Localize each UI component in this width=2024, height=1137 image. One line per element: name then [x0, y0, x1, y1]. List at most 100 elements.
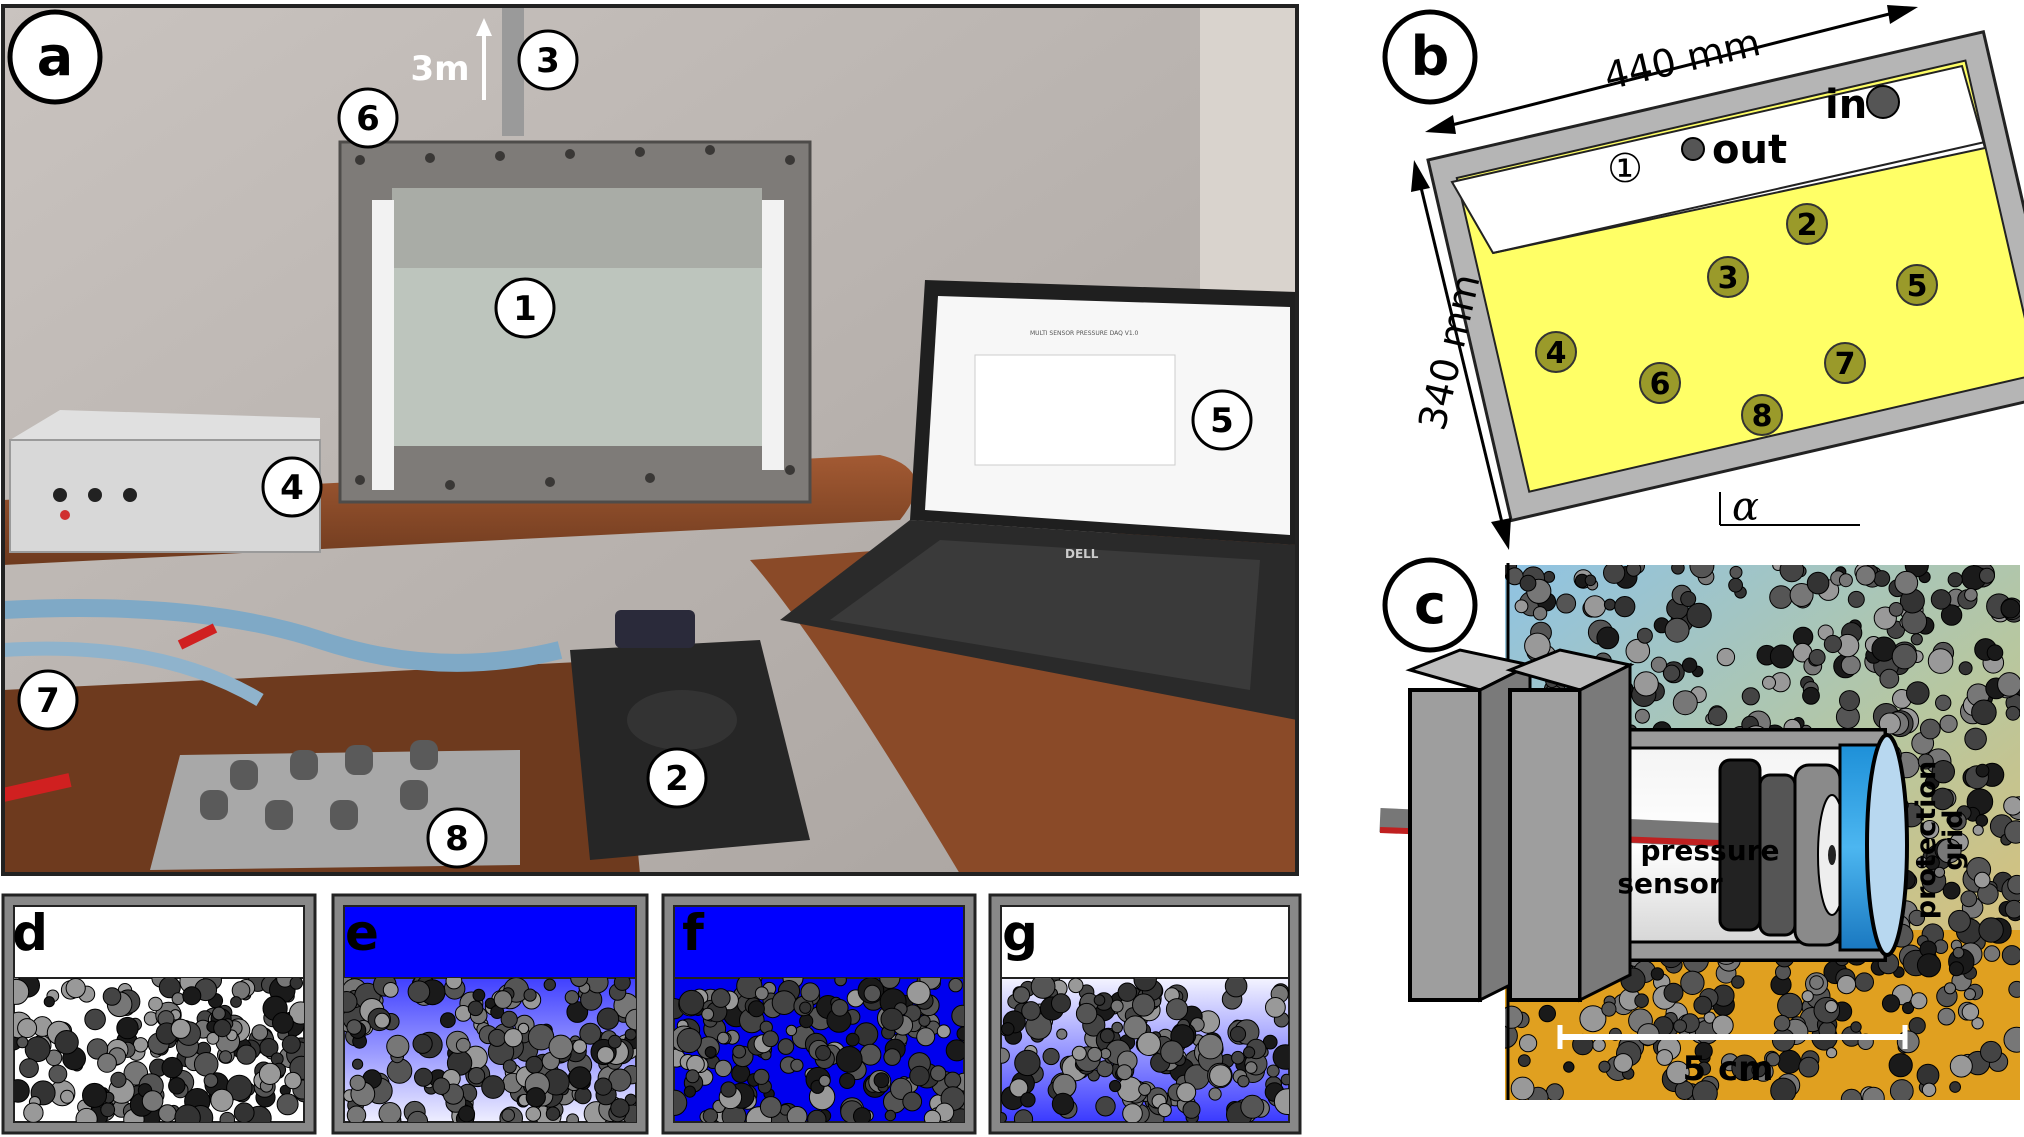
gravel-grain — [1096, 1060, 1114, 1078]
flange-inner-side — [1578, 662, 1632, 1003]
gravel-grain — [1176, 1082, 1197, 1103]
gravel-grain — [1850, 1021, 1862, 1033]
gravel-grain — [1197, 1033, 1224, 1060]
gravel-grain — [1836, 975, 1857, 995]
sensor-number: 5 — [1907, 269, 1928, 304]
gravel-grain — [1840, 655, 1861, 676]
gravel-grain — [1964, 588, 1978, 602]
gravel-grain — [174, 1104, 201, 1122]
gravel-grain — [853, 1107, 872, 1122]
gravel-grain — [171, 992, 185, 1006]
gravel-grain — [1916, 953, 1942, 978]
gravel-grain — [132, 1037, 149, 1053]
gravel-grain — [916, 1027, 936, 1047]
gravel-grain — [879, 978, 901, 989]
gravel-grain — [1563, 1061, 1575, 1073]
gravel-grain — [777, 1038, 795, 1055]
up-arrow-head — [476, 18, 492, 36]
inlet-label: in — [1825, 82, 1867, 128]
gravel-grain — [86, 1038, 109, 1060]
gravel-grain — [170, 1018, 191, 1039]
gravel-grain — [717, 1031, 730, 1045]
gravel-grain — [1633, 671, 1659, 697]
gravel-grain — [1855, 565, 1876, 586]
sensor-label: sensor — [1617, 867, 1722, 900]
gravel-grain — [831, 999, 849, 1017]
gravel-grain — [48, 1064, 68, 1084]
gravel-grain — [1231, 1050, 1245, 1065]
gravel-grain — [574, 1087, 592, 1105]
gravel-grain — [579, 1022, 602, 1045]
gravel-grain — [596, 1007, 620, 1030]
gravel-grain — [1839, 690, 1860, 712]
gravel-grain — [720, 1081, 737, 1098]
gravel-grain — [1556, 593, 1577, 614]
gravel-grain — [110, 1071, 127, 1088]
dim-arrow-head — [1887, 5, 1918, 24]
gravel-grain — [909, 1065, 930, 1087]
gravel-grain — [678, 989, 705, 1016]
gravel-grain — [1908, 909, 1926, 927]
callout-badge — [261, 456, 323, 518]
gravel-grain — [1978, 917, 2004, 943]
callout-number: 1 — [513, 289, 537, 329]
gravel-grain — [1949, 1054, 1973, 1078]
gravel-grain — [1798, 1056, 1820, 1078]
gravel-grain — [683, 1085, 697, 1098]
gravel-grain — [1165, 998, 1189, 1021]
gravel-grain — [880, 1007, 904, 1031]
gravel-grain — [1692, 1080, 1718, 1100]
hose — [3, 641, 264, 707]
gravel-grain — [346, 1019, 363, 1035]
gravel-grain — [834, 978, 847, 987]
gravel-grain — [349, 1074, 366, 1091]
gravel-grain — [1273, 1088, 1289, 1115]
gravel-grain — [1808, 649, 1826, 666]
gravel-grain — [786, 1106, 808, 1122]
gravel-grain — [1132, 993, 1156, 1017]
gravel-grain — [1838, 573, 1853, 588]
gravel-grain — [219, 1111, 236, 1122]
gravel-grain — [502, 1059, 517, 1074]
gravel-grain — [731, 1063, 751, 1083]
gravel-grain — [1840, 1088, 1863, 1100]
gravel-grain — [1583, 595, 1607, 618]
panel-letter: a — [37, 25, 73, 88]
gravel-grain — [1881, 994, 1901, 1013]
gravel-grain — [1071, 1045, 1087, 1061]
gravel-grain — [1601, 1001, 1617, 1017]
gravel-grain — [1266, 1064, 1280, 1078]
gravel-grain — [594, 1077, 613, 1096]
gravel-grain — [1694, 1041, 1713, 1061]
gravel-grain — [1001, 1022, 1015, 1036]
gravel-grain — [445, 978, 463, 990]
gravel-grain — [116, 1016, 139, 1040]
air-gap — [1450, 64, 1987, 255]
gravel-grain — [1012, 986, 1031, 1004]
panel-e: e — [331, 893, 649, 1135]
gravel-grain — [407, 980, 431, 1004]
gravel-grain — [212, 1006, 226, 1021]
gravel-grain — [1948, 961, 1964, 977]
gravel-grain — [1613, 1053, 1633, 1073]
gravel-grain — [818, 1074, 831, 1087]
gravel-grain — [1663, 982, 1684, 1003]
gravel-grain — [1208, 1087, 1222, 1101]
gravel-grain — [1952, 946, 1965, 959]
gravel-grain — [1224, 978, 1248, 998]
gravel-grain — [1596, 626, 1620, 650]
gravel-grain — [1009, 1078, 1029, 1098]
gravel-grain — [1229, 1026, 1247, 1043]
gravel-grain — [1182, 1100, 1201, 1119]
gravel-grain — [1042, 1047, 1060, 1066]
gravel-grain — [1626, 565, 1642, 577]
gravel-grain — [1545, 1083, 1564, 1100]
panel-letter: g — [1002, 904, 1038, 962]
inlet-port — [1866, 85, 1900, 119]
gravel-grain — [1099, 1028, 1115, 1044]
gravel-grain — [493, 990, 513, 1009]
gravel-grain — [1931, 760, 1956, 784]
gravel-grain — [1510, 1076, 1535, 1100]
laptop-app-title: MULTI SENSOR PRESSURE DAQ V1.0 — [1030, 330, 1139, 337]
